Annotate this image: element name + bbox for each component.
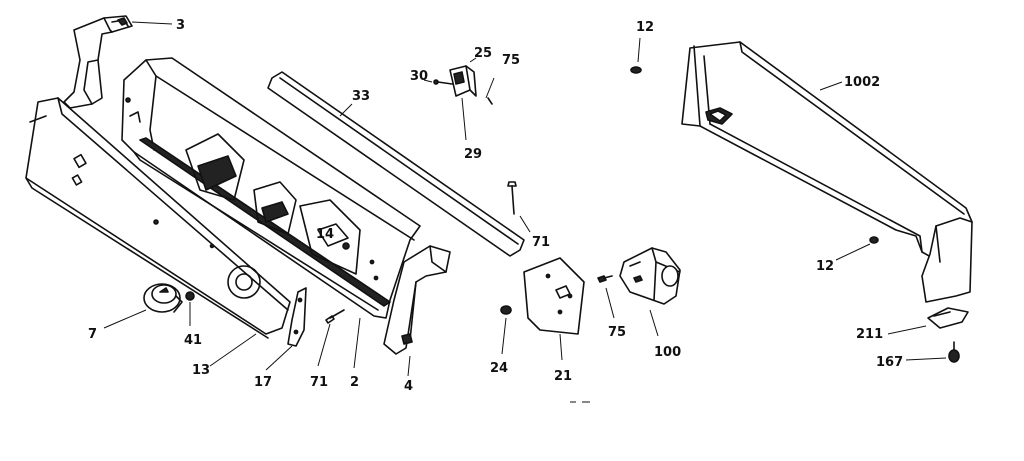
callout-25: 25: [474, 46, 492, 61]
callout-30: 30: [410, 69, 428, 84]
clip-12-upper: [630, 37, 642, 74]
console-housing: 14: [121, 57, 421, 369]
end-cap-right: [383, 245, 451, 377]
callout-12-lower: 12: [816, 259, 834, 274]
callout-75-top: 75: [502, 53, 520, 68]
callout-71-lower: 71: [310, 375, 328, 390]
console-back-panel: [681, 41, 973, 303]
callout-24: 24: [490, 361, 508, 376]
callout-14: 14: [316, 227, 334, 242]
callout-100: 100: [654, 345, 681, 360]
callout-167: 167: [876, 355, 903, 370]
control-panel-front: [25, 97, 291, 367]
clip-41: [185, 291, 195, 326]
switch-assembly: [423, 57, 495, 141]
screw-71-upper: [507, 181, 531, 233]
bracket-211: [887, 307, 969, 335]
clip-12-lower: [835, 236, 879, 261]
callout-2: 2: [350, 375, 359, 390]
callout-12-top: 12: [636, 20, 654, 35]
callout-1002: 1002: [844, 75, 880, 90]
grommet-24: [500, 305, 512, 355]
bracket-17: [265, 287, 307, 371]
timer-100: [619, 247, 681, 337]
callout-17: 17: [254, 375, 272, 390]
knob-7: [103, 283, 183, 329]
screw-75-lower: [597, 275, 615, 319]
callout-13: 13: [192, 363, 210, 378]
callout-7: 7: [88, 327, 97, 342]
callout-21: 21: [554, 369, 572, 384]
end-cap-left: [63, 15, 173, 109]
callout-3: 3: [176, 18, 185, 33]
mounting-plate: [523, 257, 585, 361]
callout-29: 29: [464, 147, 482, 162]
rivet-167: [905, 341, 960, 363]
callout-71-upper: 71: [532, 235, 550, 250]
callout-211: 211: [856, 327, 883, 342]
callout-4: 4: [404, 379, 413, 394]
callout-33: 33: [352, 89, 370, 104]
callout-41: 41: [184, 333, 202, 348]
trim-strip: [267, 71, 525, 257]
callout-75-lower: 75: [608, 325, 626, 340]
screw-71-lower: [317, 309, 345, 367]
